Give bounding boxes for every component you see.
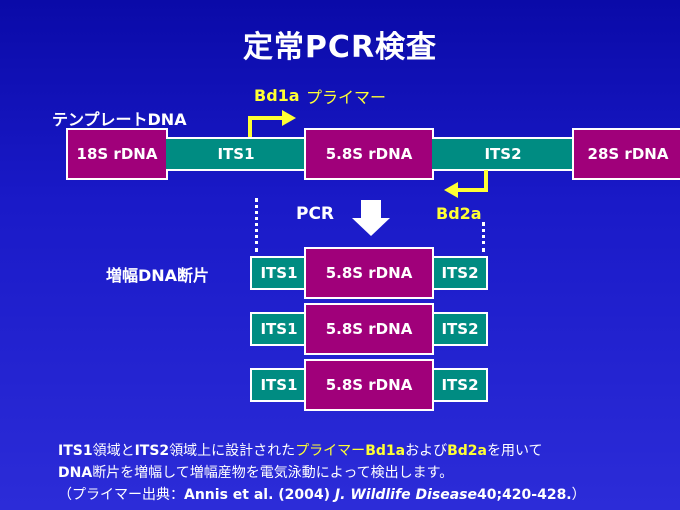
footer-text-1i: を用いて xyxy=(486,443,543,459)
primer-label: プライマー xyxy=(306,88,387,107)
footer-source-suffix: ） xyxy=(571,487,586,503)
fragment-1-s58: 5.8S rDNA xyxy=(304,247,434,299)
footer-its1: ITS1 xyxy=(58,443,93,459)
s58-rdna-box: 5.8S rDNA xyxy=(304,128,434,180)
footer-its2: ITS2 xyxy=(134,443,170,459)
footer-primer: プライマー xyxy=(295,443,366,459)
right-dotted-guide xyxy=(482,222,485,252)
page-title: 定常PCR検査 xyxy=(242,30,438,65)
footer-dna: DNA xyxy=(58,465,93,481)
footer-bd2a: Bd2a xyxy=(447,443,487,459)
bd2a-label: Bd2a xyxy=(436,204,482,223)
bd1a-label: Bd1a xyxy=(254,86,300,105)
fragment-3-its2: ITS2 xyxy=(432,368,488,402)
footer-journal: J. Wildlife Disease xyxy=(334,487,477,503)
footer-text-1g: および xyxy=(405,443,448,459)
pcr-label: PCR xyxy=(296,204,335,224)
fragment-3-s58: 5.8S rDNA xyxy=(304,359,434,411)
fragment-1-its2: ITS2 xyxy=(432,256,488,290)
footer-line-2: DNA断片を増幅して増幅産物を電気泳動によって検出します。 xyxy=(58,462,586,484)
fragment-2-its1: ITS1 xyxy=(250,312,308,346)
footer-line-1: ITS1領域とITS2領域上に設計されたプライマーBd1aおよびBd2aを用いて xyxy=(58,440,586,462)
footer-bd1a: Bd1a xyxy=(365,443,406,459)
left-dotted-guide xyxy=(255,198,258,252)
fragment-2-its2: ITS2 xyxy=(432,312,488,346)
its1-region: ITS1 xyxy=(166,137,306,171)
footer-line-3: （プライマー出典：Annis et al. (2004) J. Wildlife… xyxy=(58,484,586,506)
s18-rdna-box: 18S rDNA xyxy=(66,128,168,180)
footer-description: ITS1領域とITS2領域上に設計されたプライマーBd1aおよびBd2aを用いて… xyxy=(58,440,586,506)
footer-authors: Annis et al. (2004) xyxy=(184,487,335,503)
footer-text-1d: 領域上に設計された xyxy=(169,443,296,459)
pcr-down-arrow-icon xyxy=(352,200,390,236)
bd1a-arrow-icon xyxy=(248,110,296,140)
s28-rdna-box: 28S rDNA xyxy=(572,128,680,180)
fragment-3-its1: ITS1 xyxy=(250,368,308,402)
footer-volume: 40;420-428. xyxy=(476,487,572,503)
fragment-1-its1: ITS1 xyxy=(250,256,308,290)
amplified-dna-label: 増幅DNA断片 xyxy=(106,266,210,285)
its2-region: ITS2 xyxy=(432,137,574,171)
footer-text-2b: 断片を増幅して増幅産物を電気泳動によって検出します。 xyxy=(92,465,454,481)
bd2a-arrow-icon xyxy=(444,170,488,198)
footer-text-1b: 領域と xyxy=(92,443,135,459)
fragment-2-s58: 5.8S rDNA xyxy=(304,303,434,355)
footer-source-prefix: （プライマー出典： xyxy=(58,487,184,503)
template-dna-label: テンプレートDNA xyxy=(52,110,187,129)
